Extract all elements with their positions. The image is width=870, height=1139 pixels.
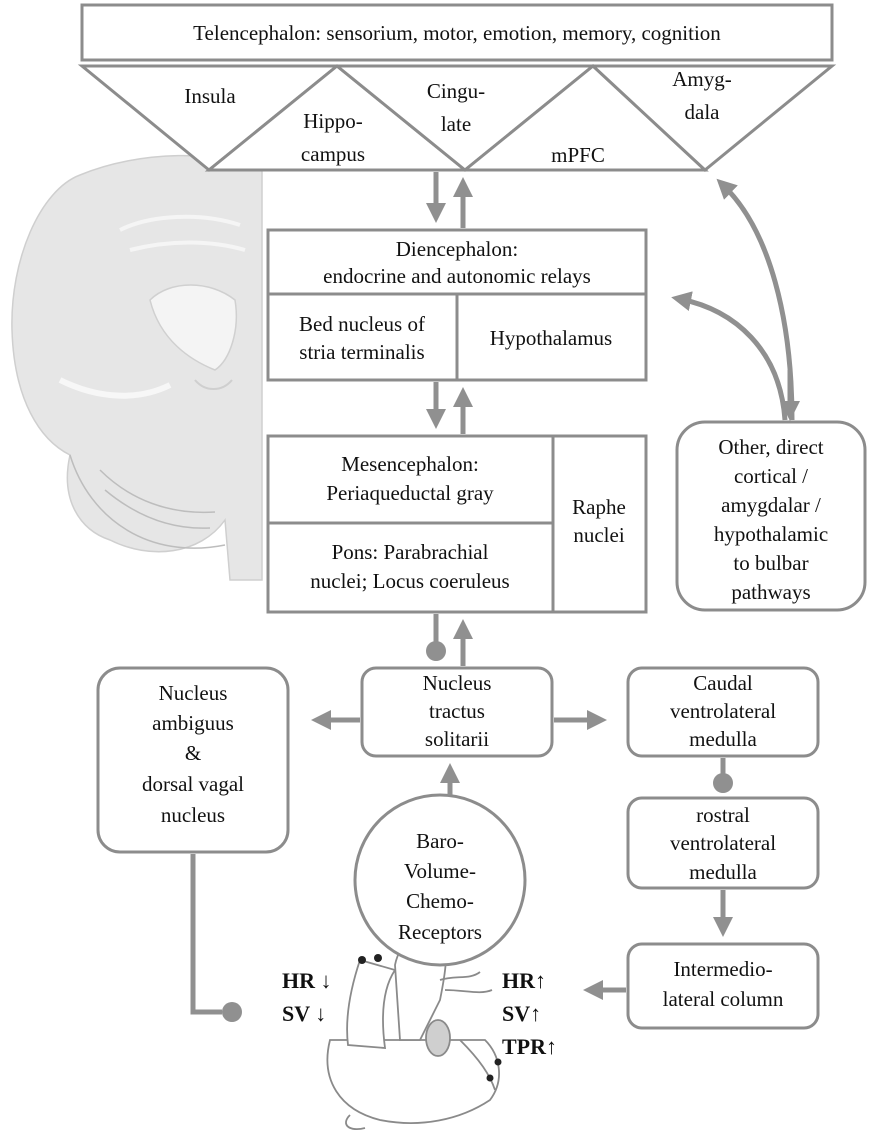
other-pathways-label-4: hypothalamic <box>714 522 828 546</box>
nts-box <box>360 666 554 758</box>
other-pathways-box <box>675 420 867 612</box>
telencephalon-title: Telencephalon: sensorium, motor, emotion… <box>193 21 721 45</box>
rvlm-box <box>626 796 820 890</box>
bed-nucleus-label-2: stria terminalis <box>299 340 424 364</box>
mesencephalon-label-2: Periaqueductal gray <box>326 481 494 505</box>
brain-illustration <box>11 154 263 581</box>
nucleus-ambiguus-box <box>96 666 290 854</box>
arrow-other-to-hypothalamus <box>671 291 788 421</box>
inhibitory-terminal-rvlm <box>713 773 733 793</box>
inhibitory-terminals <box>222 641 733 1022</box>
insula-label: Insula <box>184 84 236 108</box>
hypothalamus-label: Hypothalamus <box>490 326 612 350</box>
nucleus-ambiguus-label-4: dorsal vagal <box>142 772 244 796</box>
telencephalon-title-box <box>80 3 834 62</box>
raphe-label-2: nuclei <box>573 523 624 547</box>
diencephalon-block <box>266 228 648 382</box>
brainstem-block <box>266 434 648 614</box>
amygdala-label-2: dala <box>685 100 721 124</box>
raphe-label-1: Raphe <box>572 495 626 519</box>
connectors <box>190 172 800 1015</box>
cvlm-label-2: ventrolateral <box>670 699 776 723</box>
vagal-effect-hr: HR ↓ <box>282 968 332 993</box>
rvlm-label-3: medulla <box>689 860 757 884</box>
sympathetic-effect-tpr: TPR↑ <box>502 1034 557 1059</box>
heart-illustration <box>326 932 500 1130</box>
nucleus-ambiguus-label-3: & <box>185 741 201 765</box>
nts-label-2: tractus <box>429 699 485 723</box>
telencephalon-block <box>77 3 837 172</box>
sympathetic-effect-hr: HR↑ <box>502 968 546 993</box>
cvlm-label-1: Caudal <box>693 671 753 695</box>
cvlm-label-3: medulla <box>689 727 757 751</box>
other-pathways-label-2: cortical / <box>734 464 808 488</box>
nts-label-1: Nucleus <box>423 671 492 695</box>
vagal-effect-sv: SV ↓ <box>282 1001 326 1026</box>
diencephalon-title-2: endocrine and autonomic relays <box>323 264 591 288</box>
amygdala-label-1: Amyg- <box>672 67 732 91</box>
other-pathways-label-3: amygdalar / <box>721 493 821 517</box>
iml-box <box>626 942 820 1030</box>
diencephalon-title-1: Diencephalon: <box>396 237 518 261</box>
nucleus-ambiguus-label-2: ambiguus <box>152 711 234 735</box>
iml-label-1: Intermedio- <box>673 957 772 981</box>
pons-label-2: nuclei; Locus coeruleus <box>310 569 509 593</box>
mesencephalon-label-1: Mesencephalon: <box>341 452 479 476</box>
rvlm-label-2: ventrolateral <box>670 831 776 855</box>
nucleus-ambiguus-label-1: Nucleus <box>159 681 228 705</box>
inhibitory-ambiguus-to-heart <box>190 854 222 1015</box>
inhibitory-terminal-heart <box>222 1002 242 1022</box>
receptors-circle <box>353 793 527 967</box>
bed-nucleus-label-1: Bed nucleus of <box>299 312 425 336</box>
other-pathways-label-5: to bulbar <box>733 551 808 575</box>
cvlm-box <box>626 666 820 758</box>
sympathetic-effect-sv: SV↑ <box>502 1001 541 1026</box>
heart-vessel-tips <box>358 954 502 1082</box>
receptors-label-4: Receptors <box>398 920 482 944</box>
hippocampus-label-1: Hippo- <box>303 109 363 133</box>
other-pathways-label-6: pathways <box>731 580 810 604</box>
hippocampus-label-2: campus <box>301 142 365 166</box>
cingulate-label-1: Cingu- <box>427 79 485 103</box>
nts-label-3: solitarii <box>425 727 489 751</box>
receptors-label-2: Volume- <box>404 859 476 883</box>
mpfc-label: mPFC <box>551 143 605 167</box>
nucleus-ambiguus-label-5: nucleus <box>161 803 225 827</box>
arrow-other-to-amygdala <box>716 178 795 421</box>
pons-label-1: Pons: Parabrachial <box>332 540 489 564</box>
cingulate-label-2: late <box>441 112 471 136</box>
inhibitory-terminal-nts <box>426 641 446 661</box>
rvlm-label-1: rostral <box>696 803 750 827</box>
receptors-label-1: Baro- <box>416 829 464 853</box>
receptors-label-3: Chemo- <box>406 889 474 913</box>
other-pathways-label-1: Other, direct <box>718 435 823 459</box>
amygdala-triangle <box>589 64 837 172</box>
iml-label-2: lateral column <box>663 987 784 1011</box>
